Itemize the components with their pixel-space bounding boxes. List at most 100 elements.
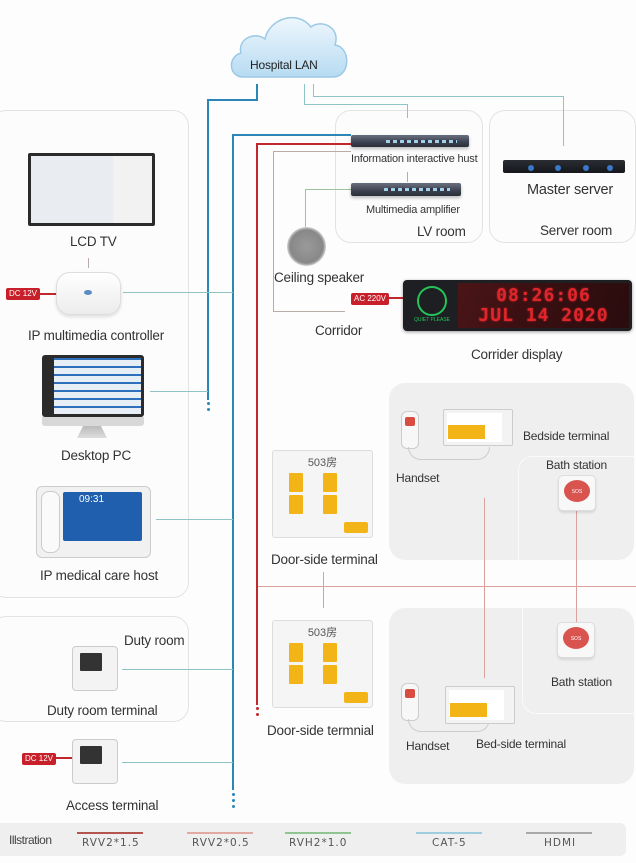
sos-text: SOS [570,636,582,642]
handset-1-cable [408,447,490,460]
wire-cat5-main [207,99,258,101]
wire-rvv15 [256,143,258,705]
ceiling-speaker-label: Ceiling speaker [274,270,365,285]
wire-rvv05-door [323,572,324,608]
duty-room-terminal-label: Duty room terminal [47,703,158,718]
multimedia-amplifier-device [351,183,461,196]
legend-label-rvh10: RVH2*1.0 [289,837,348,849]
corridor-display-label: Corrider display [471,347,563,362]
legend-label-rvv05: RVV2*0.5 [192,837,250,849]
wire-cat5-lv [304,84,305,104]
bath-area-1 [518,456,635,561]
wire-cat5-host [232,134,351,136]
door-side-terminal-2-device: 503房 [272,620,373,708]
multimedia-amplifier-label: Multimedia amplifier [366,204,460,216]
bath-area-2 [522,608,635,714]
ip-medical-care-host-device: 09:31 [36,486,151,558]
desktop-pc-stand [77,426,107,438]
quiet-please-label: QUIET PLEASE [413,317,451,323]
legend-line-rvv05 [187,832,253,834]
corridor-label: Corridor [315,323,363,338]
quiet-please-icon [417,286,447,316]
legend-line-rvh10 [285,832,351,834]
wire-corridor-loop [273,151,351,152]
bed-side-terminal-label: Bed-side terminal [476,737,566,751]
door-side-terminal-1-device: 503房 [272,450,373,538]
legend-label-hdmi: HDMI [544,837,577,849]
phone-handset [41,491,60,553]
bed-side-terminal-device [445,686,515,724]
duty-room-label: Duty room [124,633,185,648]
lv-room-panel [335,110,483,243]
power-cable-controller [38,293,56,295]
controller-logo-icon [84,290,92,295]
wire-corridor-loop [273,311,345,312]
information-interactive-host-device [351,135,469,147]
door-room-number: 503房 [307,457,338,469]
server-room-panel [489,110,636,243]
door-terminal-call-button [344,522,368,533]
wire-cat5-main [256,84,258,100]
power-tag-ac220v: AC 220V [351,293,390,305]
bath-station-1-label: Bath station [546,458,607,472]
wire-duty-terminal [122,669,233,670]
wire-rvv05-bath [576,510,577,622]
bath-station-2-label: Bath station [551,675,612,689]
wire-cat5-server [563,96,564,146]
corridor-led-display: QUIET PLEASE 08:26:06 JUL 14 2020 [403,280,632,331]
wire-hdmi-tv [88,258,89,268]
phone-screen: 09:31 [63,492,142,541]
wire-medical-host [156,519,233,520]
wire-rvv05-ward [258,586,636,587]
handset-1-label: Handset [396,471,440,485]
access-terminal-device [72,739,118,784]
server-room-label: Server room [540,223,613,238]
legend-bar: Illstration RVV2*1.5 RVV2*0.5 RVH2*1.0 C… [0,823,626,856]
desktop-pc-label: Desktop PC [61,448,132,463]
legend-line-rvv15 [77,832,143,834]
phone-time: 09:31 [79,494,105,505]
wire-continues-dots [207,402,210,414]
lcd-tv-label: LCD TV [70,234,117,249]
hospital-lan-cloud-icon [230,16,348,78]
master-server-device [503,160,625,173]
legend-label-rvv15: RVV2*1.5 [82,837,140,849]
legend-title: Illstration [9,833,52,847]
power-cable-access [55,757,73,759]
master-server-label: Master server [527,182,614,198]
handset-2-label: Handset [406,739,450,753]
wire-rvh-speaker [305,189,306,227]
door-room-number: 503房 [307,627,338,639]
wire-desktop [150,391,208,392]
wire-cat5-main [207,99,209,400]
wire-cat5-server [313,84,314,96]
desktop-pc-monitor [42,355,144,417]
door-side-terminal-2-label: Door-side termnial [267,723,374,738]
power-tag-dc12v-controller: DC 12V [6,288,41,300]
wire-continues-dots [232,793,235,811]
ip-medical-care-host-label: IP medical care host [40,568,159,583]
wire-cat5-lv [304,104,407,105]
legend-label-cat5: CAT-5 [432,837,467,849]
wire-hdmi-amp [407,172,408,182]
legend-line-cat5 [416,832,482,834]
door-side-terminal-1-label: Door-side terminal [271,552,378,567]
duty-room-terminal-device [72,646,118,691]
handset-1-device [401,411,419,449]
door-terminal-call-button [344,692,368,703]
wire-controller [123,292,233,293]
lv-room-label: LV room [417,224,466,239]
handset-2-device [401,683,419,721]
led-time: 08:26:06 [496,285,591,306]
wire-cat5-lv [407,104,408,118]
power-tag-dc12v-access: DC 12V [22,753,57,765]
sos-text: SOS [571,489,583,495]
bedside-terminal-device [443,409,513,446]
ceiling-speaker-device [287,227,326,266]
wire-corridor-loop [273,151,274,311]
access-terminal-label: Access terminal [66,798,159,813]
bedside-terminal-label: Bedside terminal [523,429,610,443]
power-cable-display [385,297,403,299]
ip-multimedia-controller-label: IP multimedia controller [28,328,165,343]
bath-station-2-sos-button: SOS [557,622,595,658]
